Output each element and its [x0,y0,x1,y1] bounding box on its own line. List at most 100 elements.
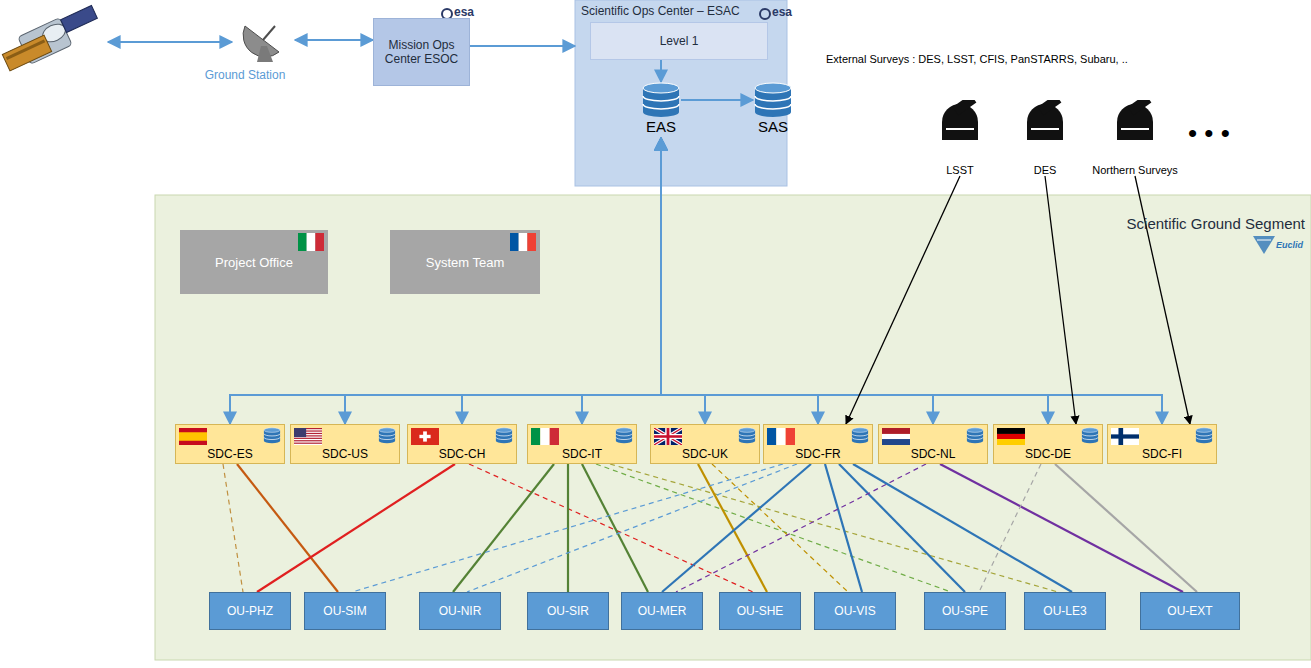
data-center-box: SDC-DE [993,424,1103,464]
box-label: Mission Ops Center ESOC [380,38,463,66]
center-label: SDC-IT [528,425,636,461]
flag-holder [294,428,322,449]
esoc-node: Mission Ops Center ESOC [373,18,470,86]
process-box: OU-MER [621,592,703,630]
icon-holder [1015,100,1075,142]
database-icon [753,82,793,118]
process-box: OU-LE3 [1024,592,1106,630]
data-center-box: SDC-FR [763,424,873,464]
process-box: OU-VIS [814,592,896,630]
ground-antenna-icon [239,16,291,64]
downlink-arrow [108,41,232,43]
center-label: SDC-CH [408,425,516,461]
unit-label: OU-SPE [942,604,988,618]
ground-segment-panel [155,195,1311,660]
connector [582,464,648,592]
connector [661,138,705,424]
store-label: SAS [750,118,796,136]
scope-node: LSST [930,100,990,176]
flag-icon [531,428,559,445]
unit-label: OU-SIM [323,604,366,618]
esa-logo-text: esa [772,5,792,19]
telescope-icon [1113,100,1157,142]
process-box: OU-EXT [1140,592,1240,630]
icon-holder [750,82,796,118]
connector [661,138,818,424]
data-center-box: SDC-NL [878,424,988,464]
center-label: SDC-FR [764,425,872,461]
icon-holder [1195,427,1213,448]
icon-holder [495,427,513,448]
dashed-connector [712,464,848,592]
survey-label: LSST [930,164,990,176]
grey-node: System Team [390,230,540,294]
database-icon [1081,427,1099,444]
connector [846,176,960,424]
region-node: Scientific Ground SegmentProject OfficeS… [155,195,1311,660]
database-icon [738,427,756,444]
database-icon [263,427,281,444]
survey-list-note: External Surveys : DES, LSST, CFIS, PanS… [826,53,1128,65]
process-box: OU-SPE [924,592,1006,630]
data-center-box: SDC-ES [175,424,285,464]
dashed-connector [352,464,783,592]
telescope-icon [1023,100,1067,142]
icon-holder [195,16,295,64]
store-label: EAS [638,118,684,136]
office-label: Project Office [215,255,293,270]
flag-icon [767,428,795,445]
station-label: Ground Station [195,68,295,82]
process-box: OU-SHE [719,592,801,630]
euclid-logo [1253,236,1275,254]
database-icon [1195,427,1213,444]
grey-node: Project Office [180,230,328,294]
flag-icon [294,428,322,445]
flag-holder [882,428,910,449]
process-box: OU-SIR [527,592,609,630]
flag-holder [997,428,1025,449]
flag-icon [179,428,207,445]
center-label: SDC-DE [994,425,1102,461]
database-icon [966,427,984,444]
center-label: SDC-NL [879,425,987,461]
dashed-connector [469,464,753,592]
connector [661,138,1162,424]
logo-text: Euclid [1276,240,1303,250]
connector [661,138,1048,424]
gs-node: Ground Station [195,16,295,82]
database-icon [495,427,513,444]
flag-icon [882,428,910,445]
connector [1055,464,1197,592]
icon-holder [930,100,990,142]
dashed-connector [467,464,797,592]
center-label: SDC-ES [176,425,284,461]
box-label: Level 1 [660,34,699,48]
soc-node: Scientific Ops Center – ESACLevel 1EASSA… [575,0,787,186]
process-box: OU-SIM [304,592,386,630]
flag-icon [411,428,439,445]
region-title: Scientific Ground Segment [1127,215,1305,232]
unit-label: OU-NIR [439,604,482,618]
icon-holder [738,427,756,448]
inner-node: Level 1 [590,22,768,60]
connector [345,138,661,424]
flag-holder [179,428,207,449]
connector [662,464,811,592]
connector [257,464,455,592]
process-box: OU-PHZ [209,592,291,630]
icon-holder [1081,427,1099,448]
icon-holder [966,427,984,448]
flag-holder [510,233,536,255]
flag-icon [510,233,536,251]
dashed-connector [610,464,1058,592]
flag-icon [654,428,682,445]
survey-label: Northern Surveys [1075,164,1195,176]
dashed-connector [676,464,926,592]
box-heading: Scientific Ops Center – ESAC [581,4,781,18]
database-icon [851,427,869,444]
esa-logo [760,9,770,19]
dashed-connector [979,464,1041,592]
unit-label: OU-VIS [834,604,875,618]
office-label: System Team [426,255,505,270]
connector [295,39,373,41]
